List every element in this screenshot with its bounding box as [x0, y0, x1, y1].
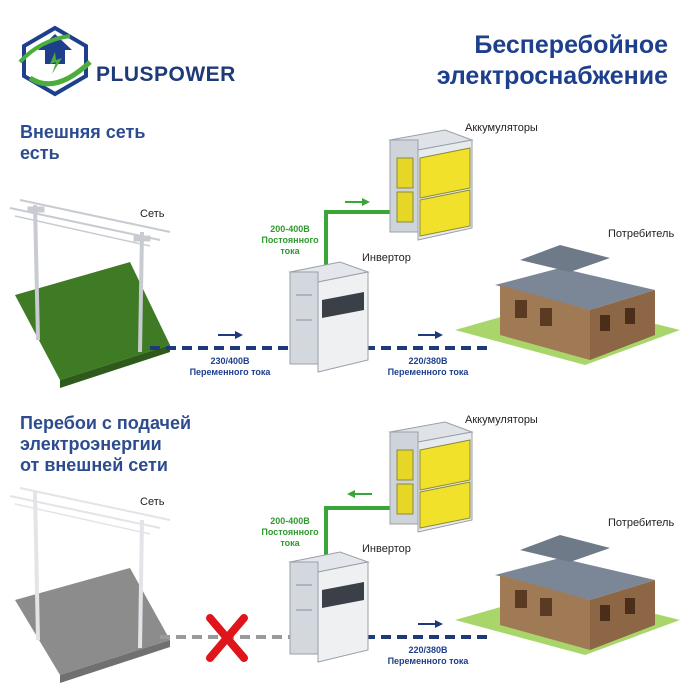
title-line-2: электроснабжение — [436, 62, 668, 90]
inverter-rack-top-icon — [288, 261, 370, 373]
title-line-1: Бесперебойное — [474, 31, 668, 59]
page-title: Бесперебойное электроснабжение — [437, 30, 668, 92]
consumer-label: Потребитель — [608, 228, 675, 240]
heading-line: Перебои с подачей — [20, 413, 192, 433]
grid-ground-top — [15, 262, 170, 388]
dc-voltage-label: 200-400В Постоянного тока — [250, 516, 330, 549]
inverter-label: Инвертор — [362, 252, 411, 264]
out-voltage: 220/380В — [408, 356, 448, 366]
out-current: Переменного тока — [387, 367, 469, 377]
dc-line1: Постоянного — [261, 235, 319, 245]
arrow-right-icon — [218, 331, 243, 339]
heading-line: электроэнергии — [20, 434, 162, 454]
grid-voltage: 230/400В — [210, 356, 250, 366]
dc-line-top — [324, 210, 398, 268]
out-current: Переменного тока — [387, 656, 469, 666]
grid-voltage-label: 230/400В Переменного тока — [180, 356, 280, 378]
pluspower-logo-icon — [18, 25, 92, 97]
scenario-normal-heading: Внешняя сеть есть — [20, 122, 145, 164]
out-voltage: 220/380В — [408, 645, 448, 655]
arrow-right-icon — [418, 620, 443, 628]
grid-ground-bottom — [15, 568, 170, 683]
house-bottom-icon — [455, 535, 680, 655]
power-line-top-icon — [9, 199, 171, 353]
dc-line2: тока — [280, 246, 300, 256]
dc-voltage-label: 200-400В Постоянного тока — [250, 224, 330, 257]
consumer-label: Потребитель — [608, 517, 675, 529]
fault-cross-icon — [206, 614, 248, 662]
battery-rack-bottom-icon — [388, 421, 474, 533]
inverter-rack-bottom-icon — [288, 551, 370, 663]
scenario-outage-heading: Перебои с подачей электроэнергии от внеш… — [20, 413, 191, 476]
arrow-left-icon — [347, 490, 372, 498]
heading-line: Внешняя сеть — [20, 122, 146, 142]
output-voltage-label: 220/380В Переменного тока — [378, 356, 478, 378]
output-voltage-label: 220/380В Переменного тока — [378, 645, 478, 667]
arrow-right-icon — [345, 198, 370, 206]
heading-line: есть — [20, 143, 60, 163]
grid-current: Переменного тока — [189, 367, 271, 377]
inverter-label: Инвертор — [362, 543, 411, 555]
house-top-icon — [455, 245, 680, 365]
power-line-bottom-icon — [9, 487, 171, 649]
battery-label: Аккумуляторы — [465, 414, 538, 426]
arrow-right-icon — [418, 331, 443, 339]
heading-line: от внешней сети — [20, 455, 168, 475]
brand-name: PLUSPOWER — [96, 63, 236, 86]
dc-line-bottom — [324, 506, 398, 555]
dc-line1: Постоянного — [261, 527, 319, 537]
battery-label: Аккумуляторы — [465, 122, 538, 134]
grid-label: Сеть — [140, 496, 165, 508]
dc-voltage: 200-400В — [270, 224, 310, 234]
dc-line2: тока — [280, 538, 300, 548]
battery-rack-top-icon — [388, 129, 474, 241]
grid-label: Сеть — [140, 208, 165, 220]
dc-voltage: 200-400В — [270, 516, 310, 526]
